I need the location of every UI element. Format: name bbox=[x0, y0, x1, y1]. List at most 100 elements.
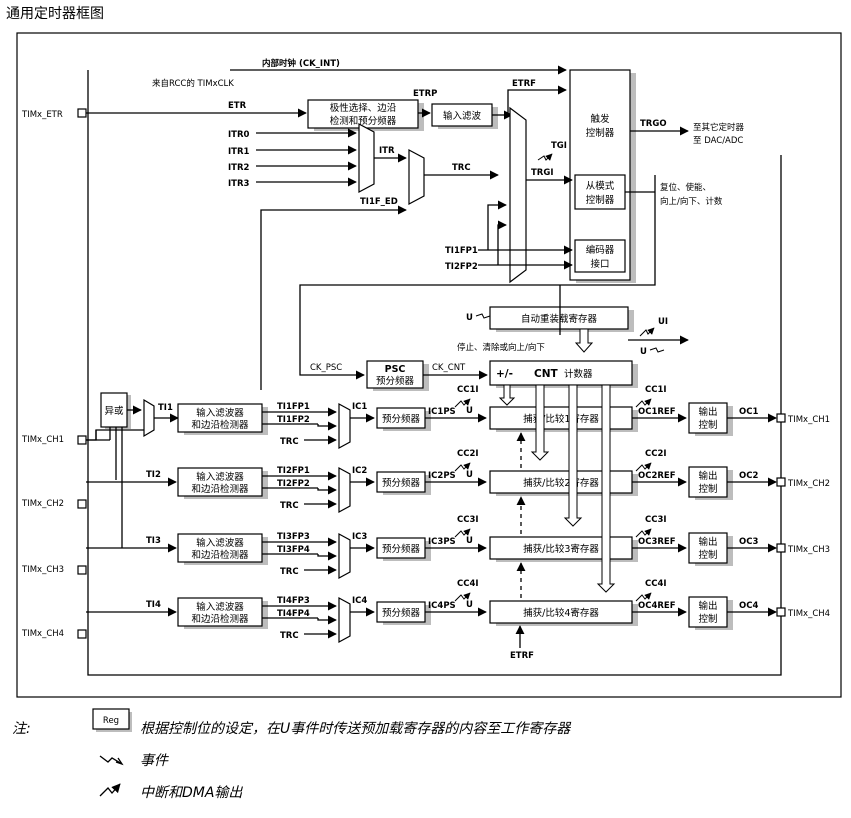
output-control-box bbox=[688, 402, 728, 434]
ic-prescaler-label: 预分频器 bbox=[382, 413, 421, 425]
to-other-timers: 至其它定时器 bbox=[693, 122, 745, 133]
fp-b-label: TI4FP4 bbox=[277, 609, 310, 619]
ccr-interrupt-icon bbox=[635, 592, 652, 602]
ti1-mux bbox=[143, 398, 155, 438]
filter-label-line1: 输入滤波器 bbox=[196, 537, 244, 549]
output-control-line2: 控制 bbox=[698, 483, 717, 495]
fp-a-label: TI2FP1 bbox=[277, 466, 310, 476]
ui-label: UI bbox=[658, 317, 668, 327]
ic-mux bbox=[338, 466, 351, 514]
output-pin bbox=[776, 413, 786, 423]
input-pin-label: TIMx_CH1 bbox=[21, 435, 64, 445]
fp-a-label: TI1FP1 bbox=[277, 402, 310, 412]
input-pin-label: TIMx_CH3 bbox=[21, 565, 64, 575]
itr3-label: ITR3 bbox=[228, 179, 250, 189]
ccr-cci-label: CC4I bbox=[645, 579, 667, 589]
output-control-line2: 控制 bbox=[698, 419, 717, 431]
psc-label: PSC bbox=[385, 364, 406, 375]
ti-label: TI3 bbox=[146, 536, 161, 546]
icps-label: IC1PS bbox=[428, 407, 456, 417]
ic-prescaler-label: 预分频器 bbox=[382, 477, 421, 489]
psc-prescaler-box bbox=[366, 360, 424, 389]
capture-compare-label: 捕获/比较4寄存器 bbox=[523, 607, 599, 619]
input-pin bbox=[77, 565, 87, 575]
ocref-label: OC1REF bbox=[638, 407, 676, 417]
output-pin-label: TIMx_CH1 bbox=[787, 415, 830, 425]
ti1f-ed-label: TI1F_ED bbox=[360, 197, 398, 207]
cnt-counter-box bbox=[489, 360, 633, 386]
cci-interrupt-icon bbox=[454, 398, 471, 408]
cnt-sublabel: 计数器 bbox=[564, 368, 593, 380]
trc-input-label: TRC bbox=[280, 567, 299, 577]
filter-label-line2: 和边沿检测器 bbox=[191, 549, 249, 561]
trc-mux bbox=[408, 149, 425, 205]
arr-u-label: U bbox=[466, 313, 473, 323]
cci-label: CC4I bbox=[457, 579, 479, 589]
input-pin-label: TIMx_CH2 bbox=[21, 499, 64, 509]
itr-label: ITR bbox=[379, 146, 395, 156]
capture-compare-label: 捕获/比较2寄存器 bbox=[523, 477, 599, 489]
ck-psc-label: CK_PSC bbox=[310, 363, 342, 373]
input-filter-edge-detector bbox=[177, 597, 263, 627]
ck-psc-line bbox=[299, 175, 656, 380]
input-pin-label: TIMx_CH4 bbox=[21, 629, 64, 639]
tgi-interrupt-icon bbox=[537, 153, 553, 161]
filter-label-line2: 和边沿检测器 bbox=[191, 419, 249, 431]
icps-label: IC2PS bbox=[428, 471, 456, 481]
trc-input-label: TRC bbox=[280, 631, 299, 641]
ic-label: IC4 bbox=[352, 596, 367, 606]
oc-label: OC4 bbox=[739, 601, 758, 611]
slave-ctrl-line1: 从模式 bbox=[586, 180, 615, 192]
itr-mux bbox=[358, 123, 375, 193]
polarity-edge-prescaler-box bbox=[307, 99, 419, 129]
itr2-label: ITR2 bbox=[228, 163, 250, 173]
output-pin-label: TIMx_CH3 bbox=[787, 545, 830, 555]
output-control-line1: 输出 bbox=[698, 600, 717, 612]
rcc-clk-label: 来自RCC的 TIMxCLK bbox=[152, 78, 234, 89]
ccr-interrupt-icon bbox=[635, 528, 652, 538]
xor-label: 异或 bbox=[104, 405, 124, 417]
ic-mux bbox=[338, 402, 351, 450]
fp-a-label: TI4FP3 bbox=[277, 596, 310, 606]
output-control-line1: 输出 bbox=[698, 406, 717, 418]
slave-ctrl-line2: 控制器 bbox=[586, 194, 615, 206]
note-reg-text: 根据控制位的设定，在U事件时传送预加载寄存器的内容至工作寄存器 bbox=[140, 721, 572, 737]
trigger-ctrl-line2: 控制器 bbox=[586, 127, 615, 139]
icps-label: IC4PS bbox=[428, 601, 456, 611]
output-control-line2: 控制 bbox=[698, 613, 717, 625]
stop-clear-label: 停止、清除或向上/向下 bbox=[457, 342, 545, 353]
reg-badge-label: Reg bbox=[103, 716, 119, 726]
cci-interrupt-icon bbox=[454, 592, 471, 602]
cci-interrupt-icon bbox=[454, 462, 471, 472]
trc-input-label: TRC bbox=[280, 437, 299, 447]
polarity-box-line1: 极性选择、边沿 bbox=[330, 102, 397, 114]
ocref-label: OC3REF bbox=[638, 537, 676, 547]
trgo-label: TRGO bbox=[640, 119, 667, 129]
input-filter-edge-detector bbox=[177, 403, 263, 433]
output-control-box bbox=[688, 532, 728, 564]
etrp-label: ETRP bbox=[413, 89, 437, 99]
ti1fp1-label: TI1FP1 bbox=[445, 246, 478, 256]
timx-etr-label: TIMx_ETR bbox=[21, 110, 63, 120]
counter-bus-arrow bbox=[530, 384, 550, 461]
plus-minus-label: +/- bbox=[496, 368, 513, 380]
capture-u-label: U bbox=[466, 536, 473, 546]
output-control-line1: 输出 bbox=[698, 470, 717, 482]
ui-interrupt-icon bbox=[639, 327, 655, 337]
ccr-cci-label: CC2I bbox=[645, 449, 667, 459]
input-pin bbox=[77, 499, 87, 509]
ti1f-ed-line bbox=[260, 205, 407, 390]
input-pin bbox=[77, 629, 87, 639]
note-event-text: 事件 bbox=[140, 753, 169, 769]
reg-badge bbox=[92, 708, 130, 730]
counter-bus-arrow bbox=[596, 384, 616, 593]
counter-bus-arrow bbox=[563, 384, 583, 527]
ccr-interrupt-icon bbox=[635, 398, 652, 408]
ti2fp2-label: TI2FP2 bbox=[445, 262, 478, 272]
itr1-label: ITR1 bbox=[228, 147, 250, 157]
arr-event-icon bbox=[475, 313, 491, 319]
